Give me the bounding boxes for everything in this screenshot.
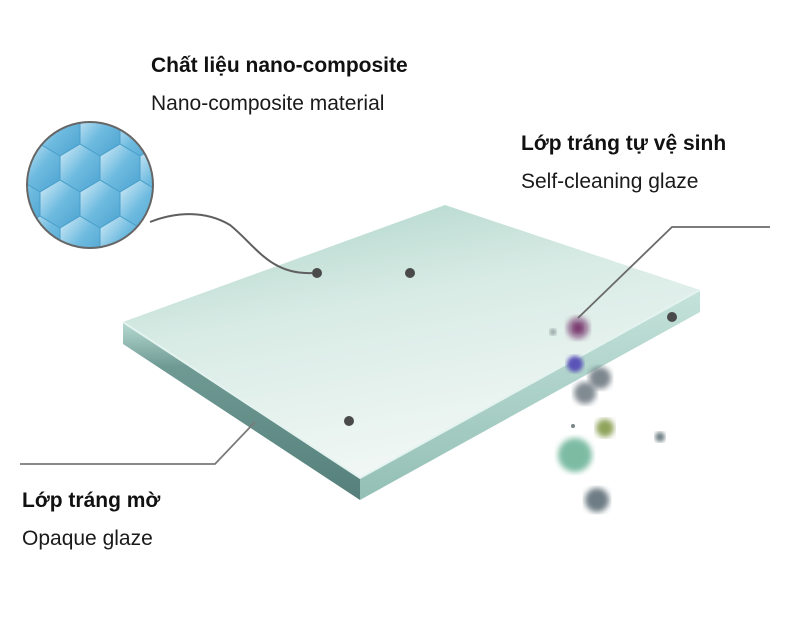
label-opaque-subtitle: Opaque glaze bbox=[22, 527, 153, 550]
tile-slab bbox=[122, 205, 701, 500]
marker-dot-nano bbox=[312, 268, 322, 278]
slab-side-edge bbox=[360, 290, 700, 500]
label-nano-subtitle: Nano-composite material bbox=[151, 92, 385, 115]
dirt-particles bbox=[550, 317, 665, 512]
slab-top-face bbox=[123, 205, 700, 478]
label-self-cleaning-title: Lớp tráng tự vệ sinh bbox=[521, 132, 727, 155]
marker-dot-opaque bbox=[344, 416, 354, 426]
label-opaque-title: Lớp tráng mờ bbox=[22, 489, 161, 512]
hexagon-magnifier-icon bbox=[26, 121, 154, 249]
slab-front-edge bbox=[123, 322, 360, 500]
label-opaque: Lớp tráng mờ Opaque glaze bbox=[22, 488, 160, 552]
leader-line-self-cleaning bbox=[577, 226, 770, 319]
marker-dot-edge bbox=[667, 312, 677, 322]
leader-line-opaque bbox=[20, 421, 256, 465]
label-nano-composite: Chất liệu nano-composite Nano-composite … bbox=[151, 53, 408, 117]
label-nano-title: Chất liệu nano-composite bbox=[151, 54, 408, 77]
leader-line-nano bbox=[149, 213, 313, 275]
marker-dot-top bbox=[405, 268, 415, 278]
label-self-cleaning-subtitle: Self-cleaning glaze bbox=[521, 170, 699, 193]
label-self-cleaning: Lớp tráng tự vệ sinh Self-cleaning glaze bbox=[521, 131, 726, 195]
